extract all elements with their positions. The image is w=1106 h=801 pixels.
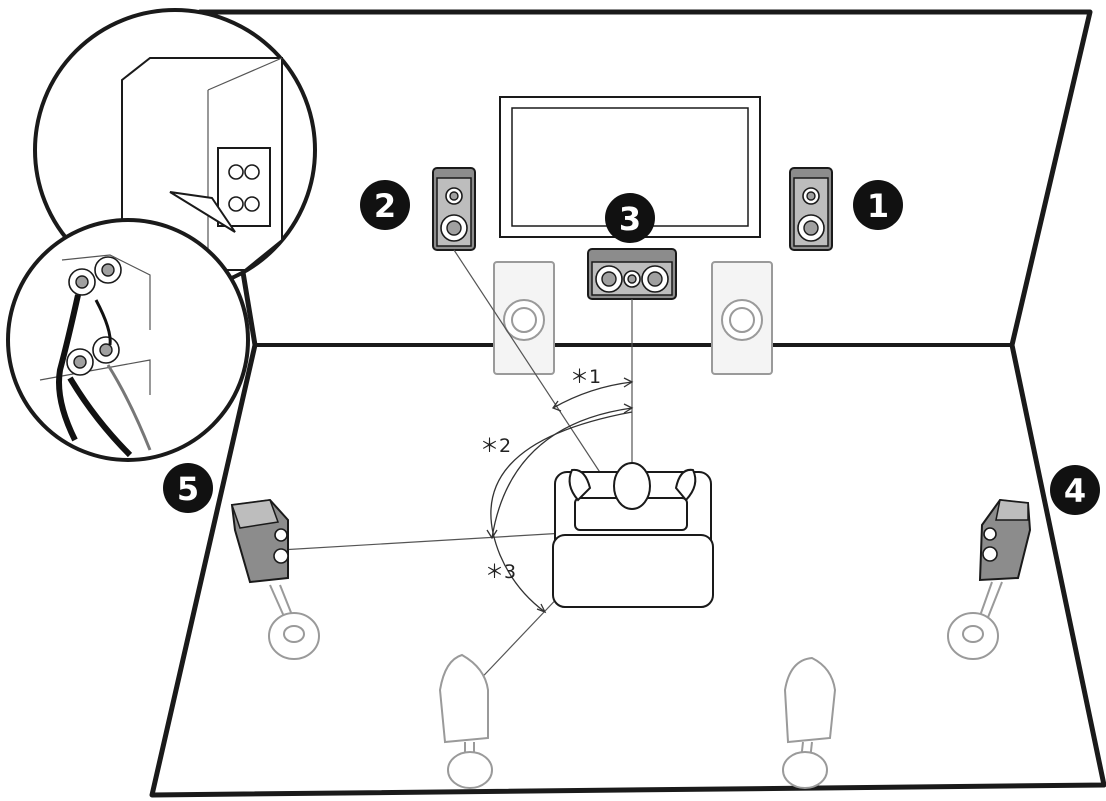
arc-note-1	[552, 381, 633, 409]
surround-right-speaker	[947, 498, 1032, 660]
badge-front-right-label: 1	[867, 187, 889, 225]
listener-arm-left	[568, 468, 592, 502]
arc-note-3	[490, 411, 633, 613]
inset-speaker-back	[33, 8, 317, 292]
line-to-front-left	[453, 249, 606, 481]
sight-lines	[279, 249, 633, 691]
badge-center-label: 3	[619, 200, 641, 238]
listener-arm-right	[674, 468, 697, 502]
badge-surround-left: 5	[163, 463, 213, 513]
badge-surround-right-label: 4	[1064, 472, 1086, 510]
arc-note-2	[491, 407, 633, 539]
badge-center: 3	[605, 193, 655, 243]
badge-front-left: 2	[360, 180, 410, 230]
inset-terminal-closeup	[6, 191, 250, 462]
ghost-rear-left-speaker	[438, 653, 493, 789]
sofa-seat	[552, 534, 714, 608]
surround-left-speaker	[230, 498, 320, 660]
badge-surround-left-label: 5	[177, 470, 199, 508]
listener-head	[613, 462, 651, 510]
angle-note-1: ＊1	[570, 366, 601, 388]
line-to-surround-left	[279, 532, 566, 551]
angle-note-3: ＊3	[485, 561, 516, 583]
inset-terminal-plate	[217, 147, 271, 227]
ghost-front-right-speaker	[711, 261, 773, 375]
badge-surround-right: 4	[1050, 465, 1100, 515]
center-speaker	[587, 248, 677, 300]
ghost-front-left-speaker	[493, 261, 555, 375]
ghost-rear-right-speaker	[782, 656, 837, 789]
listener-sofa	[552, 462, 714, 608]
angle-arcs	[486, 377, 634, 614]
angle-note-2: ＊2	[480, 435, 511, 457]
front-left-speaker	[432, 167, 476, 251]
badge-front-left-label: 2	[374, 187, 396, 225]
badge-front-right: 1	[853, 180, 903, 230]
front-right-speaker	[789, 167, 833, 251]
line-to-ghost-rear	[469, 589, 566, 691]
